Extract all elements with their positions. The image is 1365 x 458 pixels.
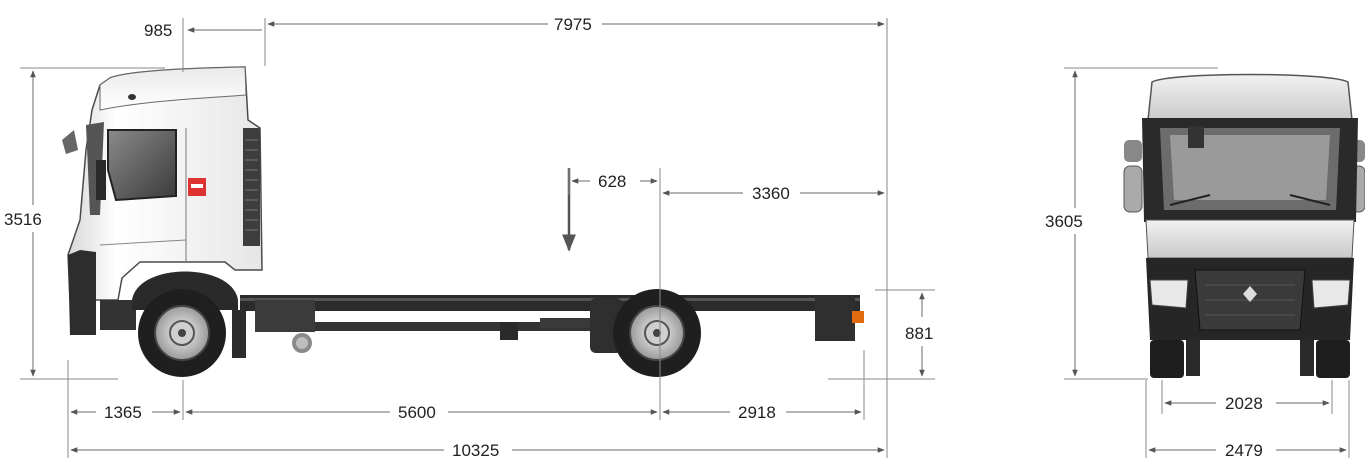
side-dimensions: 985 7975 3516 628 3360 881 1365 5600: [4, 15, 935, 458]
dim-3360: 3360: [752, 184, 790, 203]
dim-3516: 3516: [4, 210, 42, 229]
front-wheel: [138, 289, 226, 377]
dim-1365: 1365: [104, 403, 142, 422]
dim-2028: 2028: [1225, 394, 1263, 413]
truck-side-view: [62, 66, 864, 377]
front-dimensions: 3605 2028 2479: [1045, 67, 1350, 458]
dim-2918: 2918: [738, 403, 776, 422]
dim-628: 628: [598, 172, 626, 191]
cab: [62, 66, 263, 335]
rear-wheel: [613, 289, 701, 377]
dim-7975: 7975: [554, 15, 592, 34]
dim-5600: 5600: [398, 403, 436, 422]
dim-985: 985: [144, 21, 172, 40]
chassis-frame: [232, 295, 864, 358]
truck-front-view: [1123, 73, 1365, 378]
dim-2479: 2479: [1225, 441, 1263, 458]
dim-10325: 10325: [452, 441, 499, 458]
dim-881: 881: [905, 324, 933, 343]
dim-3605: 3605: [1045, 212, 1083, 231]
